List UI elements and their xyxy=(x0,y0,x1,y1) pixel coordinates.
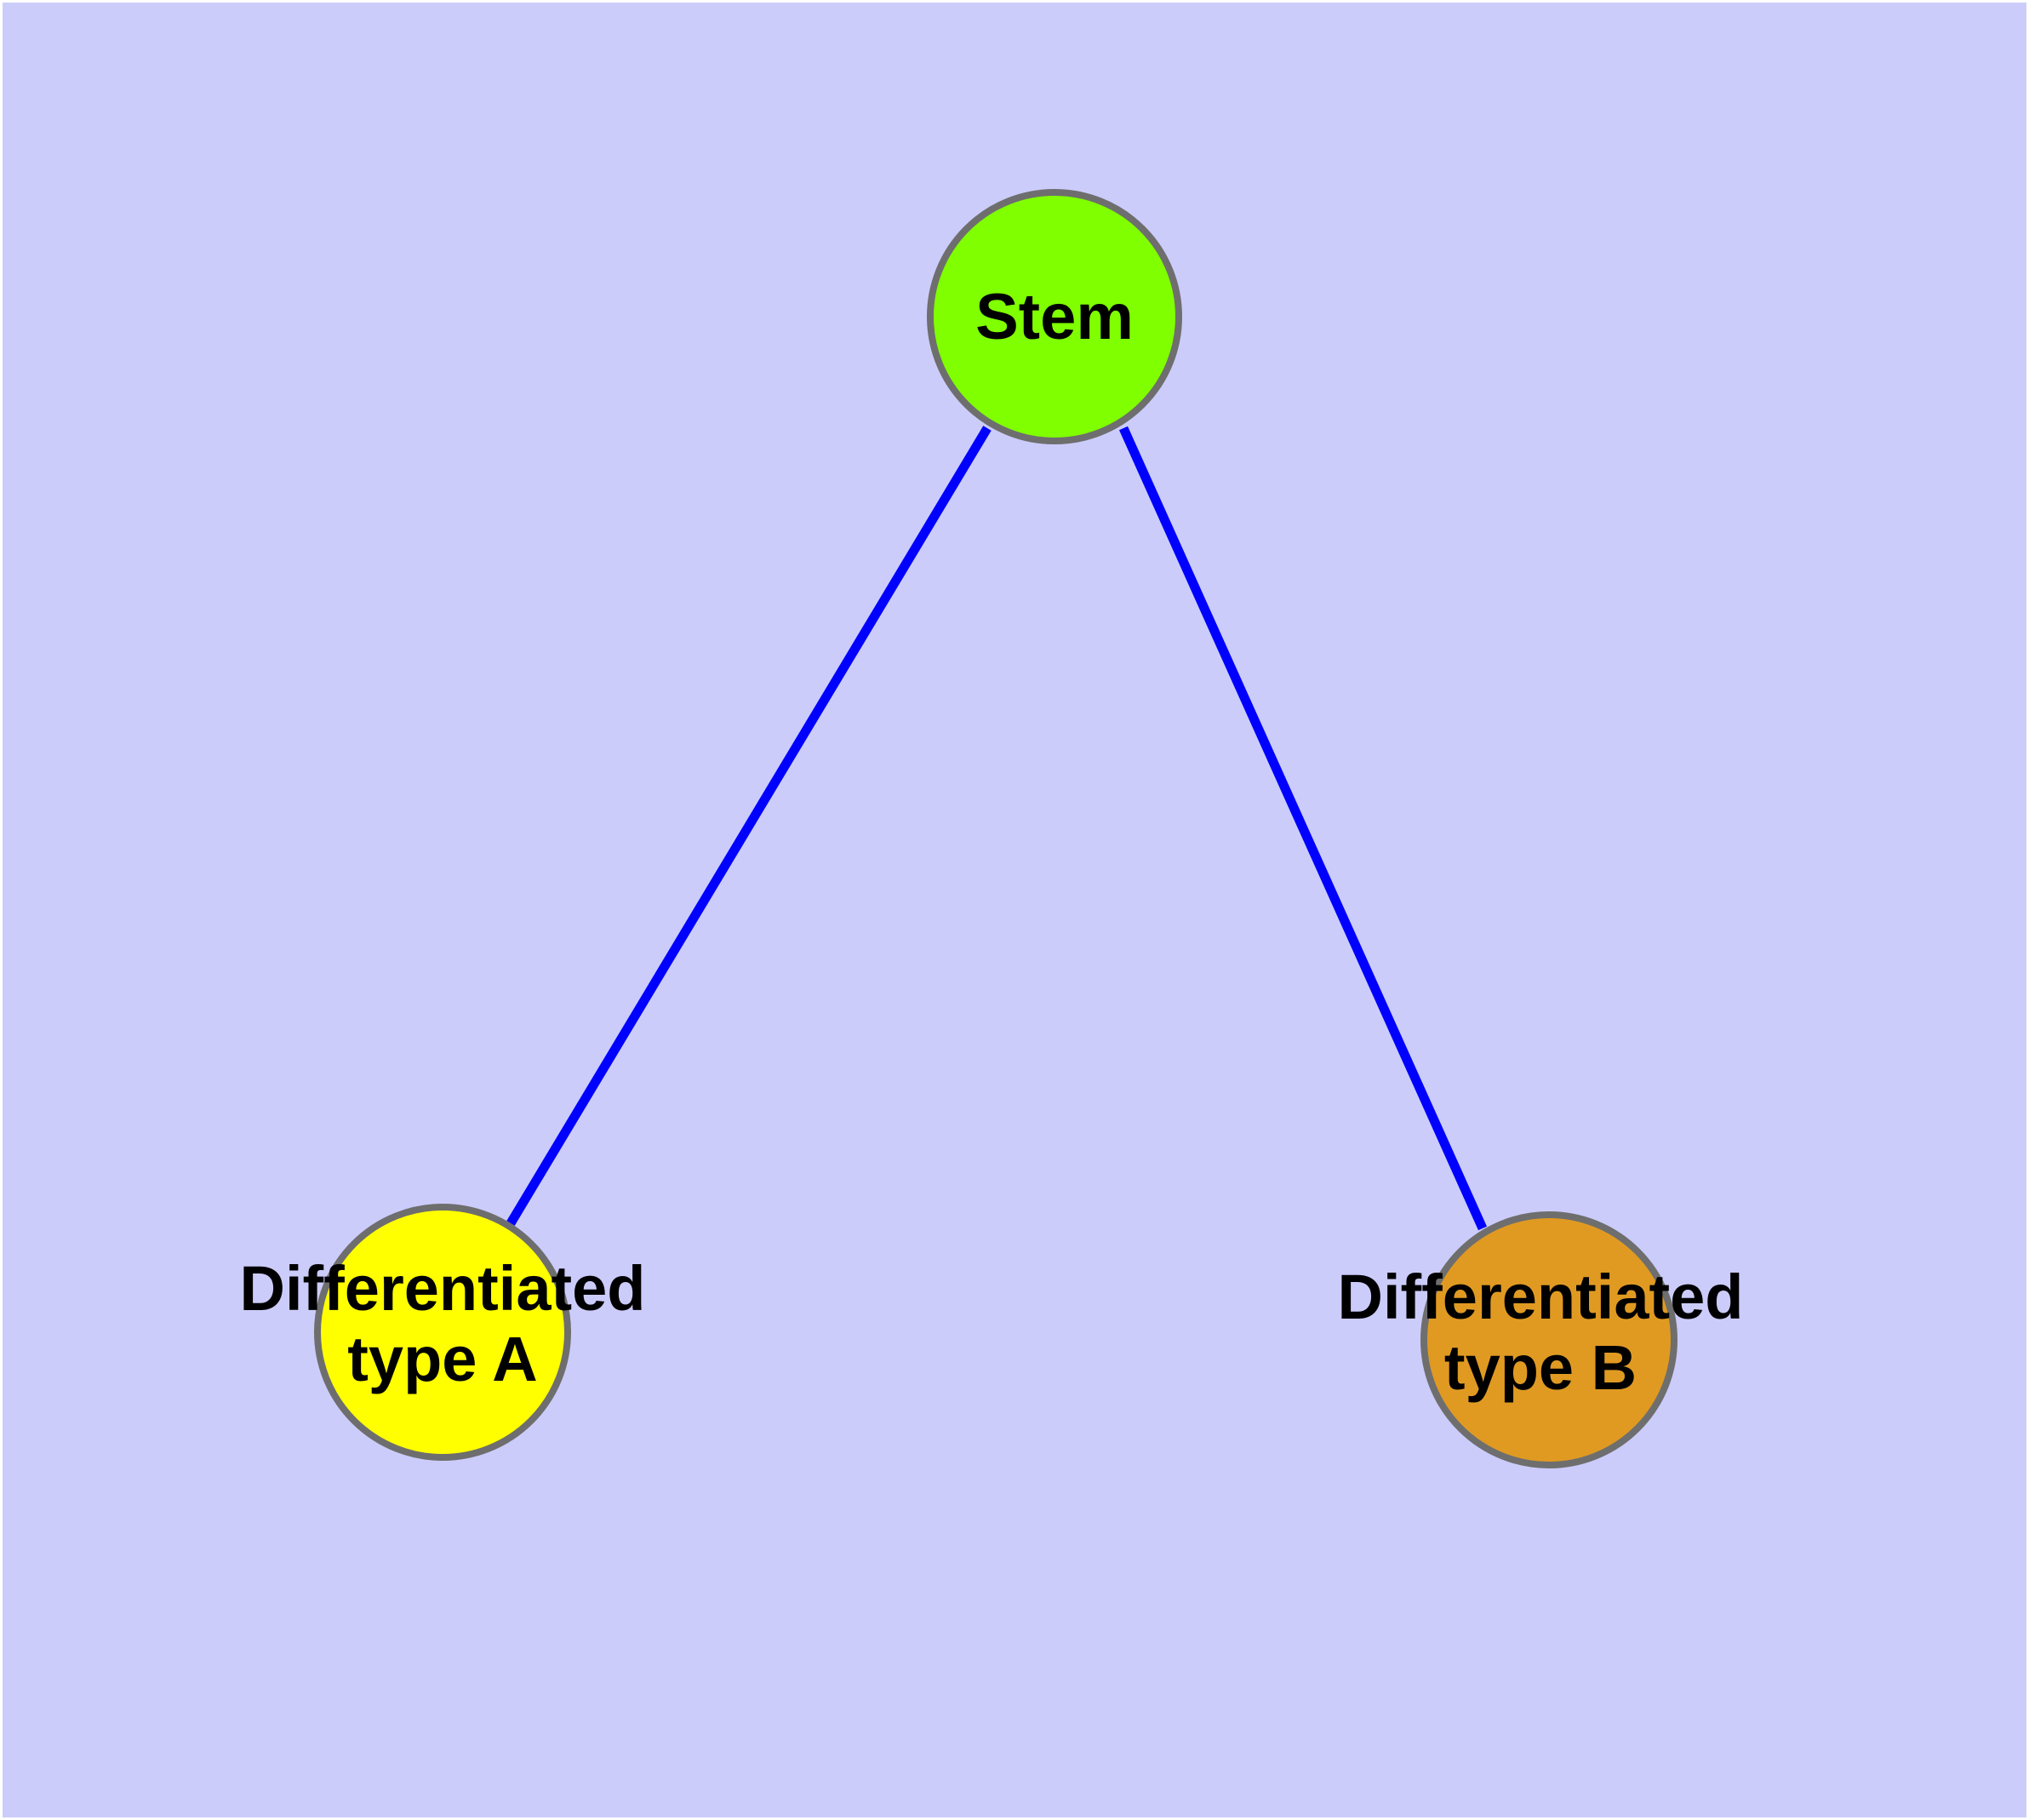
node-differentiated-type-b[interactable] xyxy=(1420,1211,1677,1468)
edge-stem-to-differentiated-type-b xyxy=(1118,426,1488,1231)
edge-stem-to-differentiated-type-a xyxy=(506,426,992,1226)
node-stem[interactable] xyxy=(927,189,1182,444)
node-differentiated-type-a[interactable] xyxy=(314,1204,571,1461)
